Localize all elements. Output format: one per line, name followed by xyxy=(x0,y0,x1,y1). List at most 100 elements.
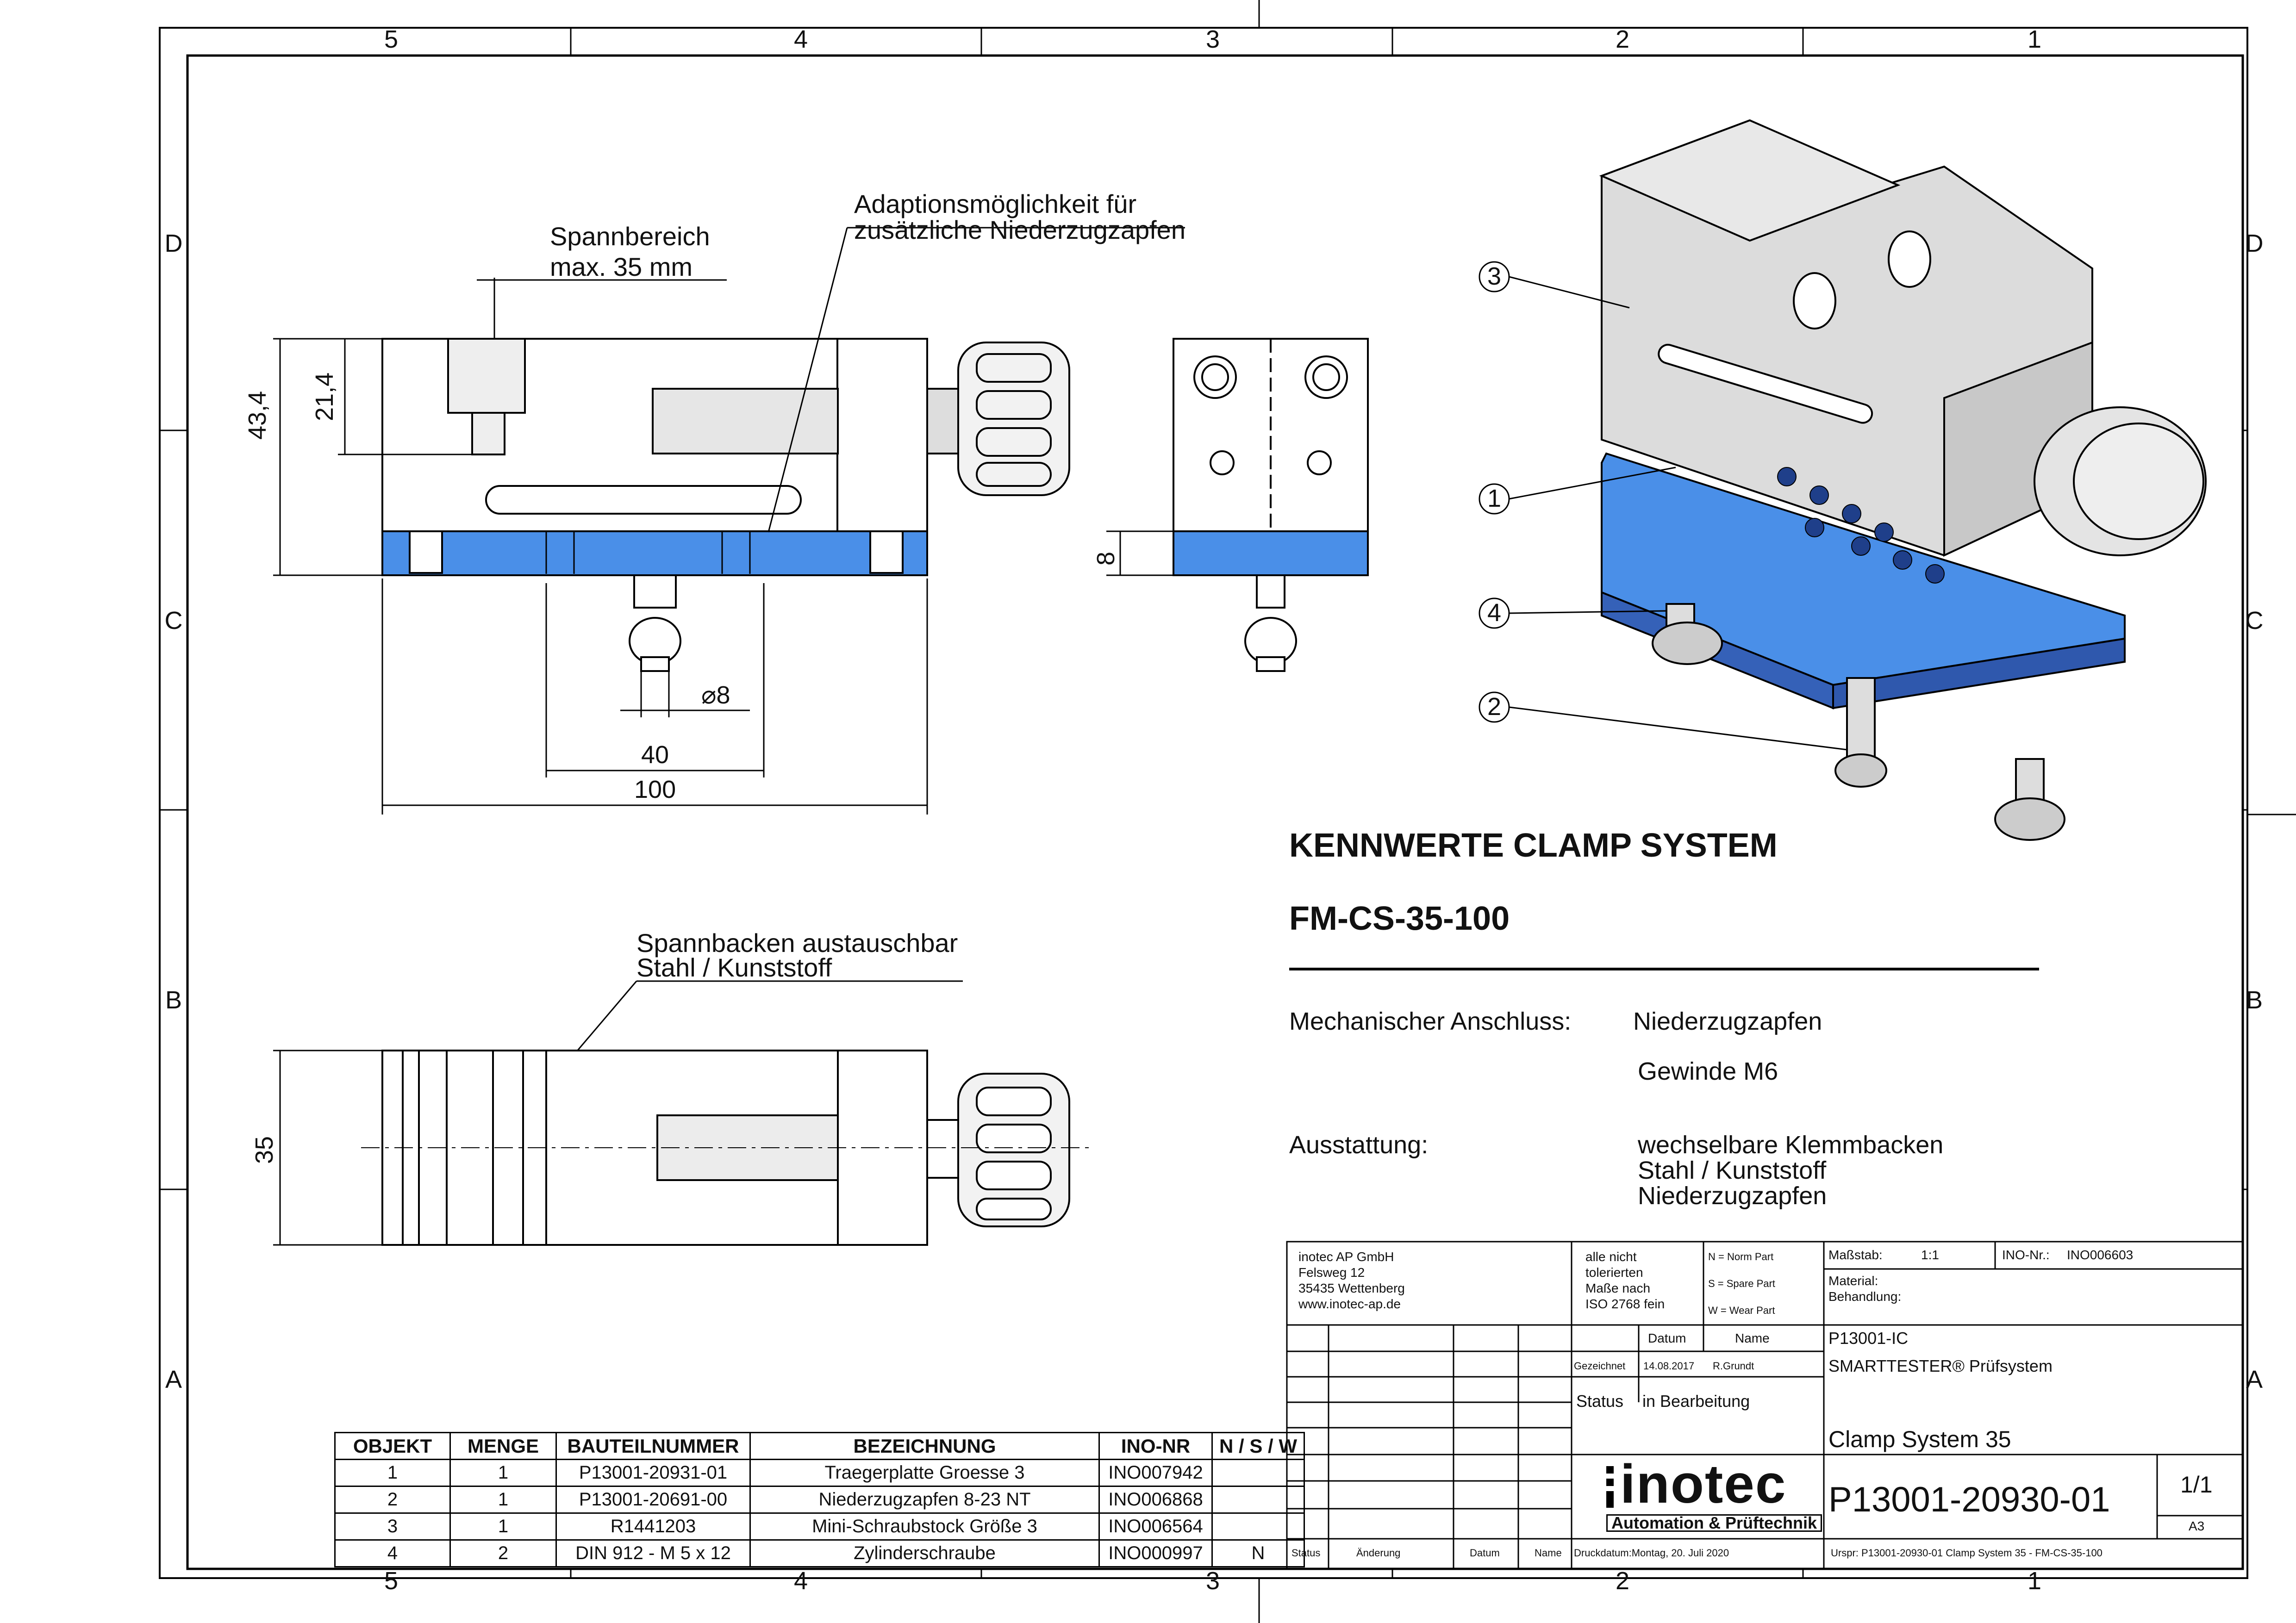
scale-value: 1:1 xyxy=(1921,1248,1939,1262)
zone-col-3-top: 3 xyxy=(1205,25,1220,53)
bom-cell: 1 xyxy=(449,1512,557,1541)
bom-cell: P13001-20691-00 xyxy=(555,1486,751,1514)
balloon-3: 3 xyxy=(1487,262,1502,290)
zone-col-2-top: 2 xyxy=(1615,25,1630,53)
bom-cell: N xyxy=(1211,1539,1305,1567)
inotec-logo-mark xyxy=(1606,1466,1614,1508)
bom-cell xyxy=(1211,1459,1305,1487)
spec-equip-label: Ausstattung: xyxy=(1289,1131,1429,1159)
scale-label: Maßstab: xyxy=(1828,1248,1883,1262)
print-date: Druckdatum:Montag, 20. Juli 2020 xyxy=(1574,1547,1729,1559)
zone-col-1-top: 1 xyxy=(2027,25,2042,53)
bom-cell xyxy=(1211,1486,1305,1514)
bom-cell: 3 xyxy=(334,1512,451,1541)
dim-plate-height: 8 xyxy=(1092,551,1120,566)
spec-title: KENNWERTE CLAMP SYSTEM xyxy=(1289,827,1778,864)
top-view xyxy=(273,1050,1092,1246)
dim-diameter: ⌀8 xyxy=(701,681,730,709)
zone-col-2-bottom: 2 xyxy=(1615,1567,1630,1595)
bom-cell: INO007942 xyxy=(1098,1459,1213,1487)
bom-cell: INO000997 xyxy=(1098,1539,1213,1567)
bom-cell: Zylinderschraube xyxy=(749,1539,1100,1567)
balloon-leaders xyxy=(1479,261,1847,751)
bom-cell: R1441203 xyxy=(555,1512,751,1541)
isometric-view xyxy=(1599,119,2207,841)
bom-cell: 2 xyxy=(334,1486,451,1514)
bom-row: 3 1 R1441203 Mini-Schraubstock Größe 3 I… xyxy=(334,1512,1305,1541)
drawn-label: Gezeichnet xyxy=(1574,1360,1626,1372)
note-adaption-2: zusätzliche Niederzugzapfen xyxy=(854,215,1185,244)
legend-line: N = Norm Part xyxy=(1708,1251,1774,1262)
rev-header-status: Status xyxy=(1292,1547,1321,1559)
treatment-label: Behandlung: xyxy=(1828,1289,1902,1304)
material-label: Material: xyxy=(1828,1274,1878,1288)
drawn-date: 14.08.2017 xyxy=(1643,1360,1695,1372)
project-number: P13001-IC xyxy=(1828,1329,1909,1348)
bom-header: N / S / W xyxy=(1211,1432,1305,1460)
note-jaws-2: Stahl / Kunststoff xyxy=(636,953,832,982)
spec-mech-label: Mechanischer Anschluss: xyxy=(1289,1007,1572,1035)
company-line: 35435 Wettenberg xyxy=(1298,1281,1405,1295)
bom-cell: INO006868 xyxy=(1098,1486,1213,1514)
inotec-logo-text: inotec xyxy=(1620,1454,1787,1515)
dim-pin-spacing: 40 xyxy=(641,741,669,769)
status-label: Status xyxy=(1576,1392,1624,1411)
col-name: Name xyxy=(1735,1331,1770,1345)
bom-header: INO-NR xyxy=(1098,1432,1213,1460)
origin-file: Urspr: P13001-20930-01 Clamp System 35 -… xyxy=(1831,1547,2103,1559)
bom-cell: DIN 912 - M 5 x 12 xyxy=(555,1539,751,1567)
bom-header: BEZEICHNUNG xyxy=(749,1432,1100,1460)
bom-cell: Mini-Schraubstock Größe 3 xyxy=(749,1512,1100,1541)
drawing-number: P13001-20930-01 xyxy=(1828,1480,2110,1519)
note-clamping-range-1: Spannbereich xyxy=(550,222,710,251)
spec-mech-value1: Niederzugzapfen xyxy=(1633,1007,1822,1035)
note-jaws-1: Spannbacken austauschbar xyxy=(636,928,958,958)
front-view xyxy=(381,338,1070,672)
bom-header: OBJEKT xyxy=(334,1432,451,1460)
outer-frame xyxy=(159,27,2248,1579)
drawing-title: Clamp System 35 xyxy=(1828,1426,2011,1452)
sheet-format: A3 xyxy=(2189,1519,2205,1533)
zone-col-5-top: 5 xyxy=(384,25,399,53)
zone-col-5-bottom: 5 xyxy=(384,1567,399,1595)
bom-cell: 2 xyxy=(449,1539,557,1567)
company-line: inotec AP GmbH xyxy=(1298,1250,1394,1264)
system-name: SMARTTESTER® Prüfsystem xyxy=(1828,1356,2053,1375)
bom-cell xyxy=(1211,1512,1305,1541)
bom-cell: 1 xyxy=(449,1486,557,1514)
zone-col-4-top: 4 xyxy=(793,25,808,53)
zone-row-b-left: B xyxy=(165,986,182,1014)
zone-row-d-left: D xyxy=(164,230,183,257)
spec-equip-value1: wechselbare Klemmbacken xyxy=(1638,1131,1944,1159)
side-view xyxy=(1106,338,1369,672)
bom-row: 1 1 P13001-20931-01 Traegerplatte Groess… xyxy=(334,1459,1305,1487)
bom-cell: 1 xyxy=(449,1459,557,1487)
dim-width: 35 xyxy=(250,1136,278,1164)
bom-header: BAUTEILNUMMER xyxy=(555,1432,751,1460)
company-line: www.inotec-ap.de xyxy=(1298,1297,1401,1311)
dim-jaw-height: 21,4 xyxy=(311,372,338,421)
balloon-1: 1 xyxy=(1487,485,1502,512)
bom-cell: Traegerplatte Groesse 3 xyxy=(749,1459,1100,1487)
tolerance-line: ISO 2768 fein xyxy=(1585,1297,1665,1311)
tolerance-line: alle nicht xyxy=(1585,1250,1637,1264)
col-date: Datum xyxy=(1648,1331,1686,1345)
drawn-name: R.Grundt xyxy=(1713,1360,1754,1372)
bom-cell: Niederzugzapfen 8-23 NT xyxy=(749,1486,1100,1514)
bom-row: 4 2 DIN 912 - M 5 x 12 Zylinderschraube … xyxy=(334,1539,1305,1567)
ino-label: INO-Nr.: xyxy=(2002,1248,2050,1262)
legend-line: W = Wear Part xyxy=(1708,1305,1775,1316)
rev-header-date: Datum xyxy=(1470,1547,1500,1559)
tolerance-line: tolerierten xyxy=(1585,1265,1643,1280)
sheet-number: 1/1 xyxy=(2180,1472,2213,1498)
bom-row: 2 1 P13001-20691-00 Niederzugzapfen 8-23… xyxy=(334,1486,1305,1514)
spec-equip-value2: Stahl / Kunststoff xyxy=(1638,1157,1827,1184)
bom-header-row: OBJEKT MENGE BAUTEILNUMMER BEZEICHNUNG I… xyxy=(334,1432,1305,1460)
bom-cell: INO006564 xyxy=(1098,1512,1213,1541)
zone-col-4-bottom: 4 xyxy=(793,1567,808,1595)
zone-row-c-left: C xyxy=(164,607,183,634)
balloon-2: 2 xyxy=(1487,693,1502,721)
spec-mech-value2: Gewinde M6 xyxy=(1638,1057,1778,1085)
spec-equip-value3: Niederzugzapfen xyxy=(1638,1182,1827,1210)
